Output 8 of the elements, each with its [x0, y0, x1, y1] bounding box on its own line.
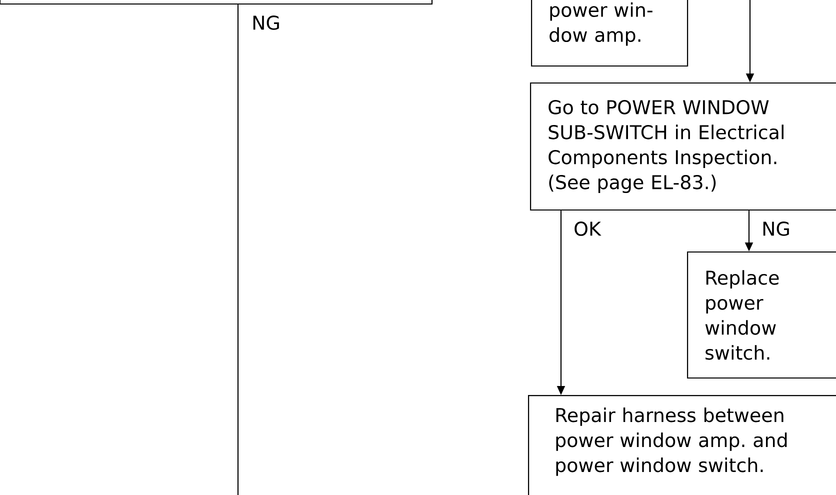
edge-label: OK — [572, 220, 602, 237]
edge-label: NG — [250, 14, 282, 31]
box — [0, 0, 433, 5]
process-box: Go to POWER WINDOW SUB-SWITCH in Electrical Components Inspection. (See page EL-83.) — [530, 82, 836, 211]
process-box: Repair harness between power window amp. and power window switch. — [528, 395, 836, 495]
edge-label: NG — [760, 220, 792, 237]
process-box: Replace power window switch. — [687, 251, 836, 379]
process-box: power win- dow amp. — [531, 0, 688, 67]
